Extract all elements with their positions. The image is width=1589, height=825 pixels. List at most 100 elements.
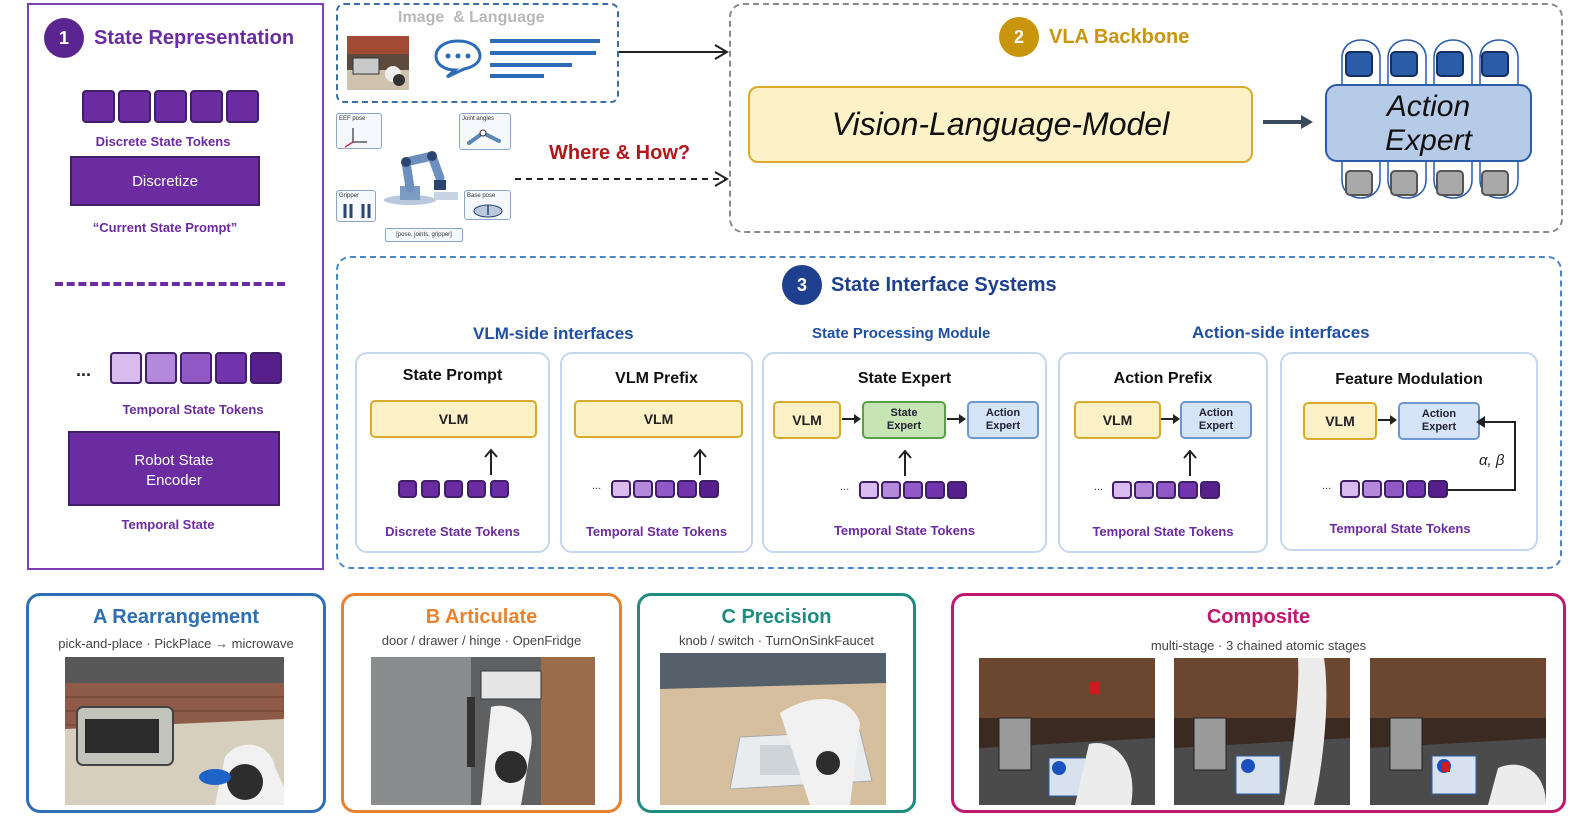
noise-token xyxy=(1390,170,1418,196)
noise-token xyxy=(1481,170,1509,196)
vlm-box: VLM xyxy=(574,400,743,438)
arrow-right xyxy=(1161,414,1180,424)
temporal-token xyxy=(215,352,247,384)
action-expert-line-1: Action xyxy=(1386,90,1471,123)
temporal-token xyxy=(925,481,945,499)
temporal-token xyxy=(1362,480,1382,498)
action-expert-line-1: Action xyxy=(985,407,1021,419)
temporal-state-tokens-caption: Temporal State Tokens xyxy=(1092,524,1234,539)
image-language-label: Image & Language xyxy=(398,9,545,26)
temporal-state-tokens-caption: Temporal State Tokens xyxy=(1329,521,1471,536)
up-arrow xyxy=(693,448,707,475)
state-expert-line-1: State xyxy=(890,407,918,419)
temporal-state-tokens-caption: Temporal State Tokens xyxy=(833,523,976,538)
vlm-prefix-title: VLM Prefix xyxy=(615,370,698,387)
temporal-token xyxy=(699,480,719,498)
temporal-state-tokens-caption: Temporal State Tokens xyxy=(585,524,728,539)
vla-backbone-panel xyxy=(729,3,1563,233)
task-title: B Articulate xyxy=(425,606,538,628)
discrete-token xyxy=(421,480,440,498)
discretize-box: Discretize xyxy=(70,156,260,206)
temporal-token xyxy=(1156,481,1176,499)
state-vector-label: [pose, joints, gripper] xyxy=(396,232,452,238)
eef-pose-card: EEF pose xyxy=(336,113,382,149)
kitchen-thumbnail xyxy=(347,36,409,90)
task-subtitle: multi-stage · 3 chained atomic stages xyxy=(1150,638,1367,653)
joint-angles-label: Joint angles xyxy=(462,116,495,122)
vlm-box: VLM xyxy=(1303,402,1377,440)
task-card-articulate: B Articulate door / drawer / hinge · Ope… xyxy=(341,593,622,813)
vla-backbone-title: VLA Backbone xyxy=(1049,26,1190,48)
output-token xyxy=(1436,51,1464,77)
encoder-line-2: Encoder xyxy=(146,472,202,489)
token-ellipsis: ... xyxy=(1094,481,1104,493)
section-number-1: 1 xyxy=(44,18,84,58)
temporal-token xyxy=(1406,480,1426,498)
base-icon xyxy=(473,204,503,218)
task-card-rearrangement: A Rearrangement pick-and-place · PickPla… xyxy=(26,593,326,813)
discrete-token xyxy=(118,90,151,123)
temporal-token xyxy=(611,480,631,498)
temporal-token xyxy=(947,481,967,499)
processing-module-label: State Processing Module xyxy=(812,325,991,342)
temporal-token xyxy=(859,481,879,499)
where-how-label: Where & How? xyxy=(549,142,691,164)
arrow-right xyxy=(947,414,966,424)
section-number-3: 3 xyxy=(782,265,822,305)
token-ellipsis: ... xyxy=(840,481,850,493)
discrete-token xyxy=(82,90,115,123)
output-token xyxy=(1390,51,1418,77)
temporal-ellipsis: ... xyxy=(76,360,92,380)
gripper-card: Gripper xyxy=(336,190,376,222)
task-subtitle: door / drawer / hinge · OpenFridge xyxy=(381,633,582,648)
temporal-token xyxy=(1340,480,1360,498)
task-subtitle: pick-and-place · PickPlace → microwave xyxy=(58,636,294,651)
gripper-label: Gripper xyxy=(339,193,360,199)
joint-icon xyxy=(467,129,501,145)
image-language-box xyxy=(336,3,619,103)
temporal-token xyxy=(110,352,142,384)
dashed-arrow-state-to-backbone xyxy=(515,171,729,187)
speech-bubble-icon xyxy=(434,39,482,78)
rearrangement-scene-image xyxy=(65,657,284,805)
eef-pose-label: EEF pose xyxy=(339,116,366,122)
discrete-token xyxy=(490,480,509,498)
alpha-beta-label: α, β xyxy=(1479,452,1505,469)
discrete-token xyxy=(444,480,463,498)
composite-stage-2-image xyxy=(1174,658,1350,805)
state-expert-title: State Expert xyxy=(857,370,952,387)
current-state-prompt-label: “Current State Prompt” xyxy=(92,220,238,235)
precision-scene-image xyxy=(660,653,886,805)
arrow-vlm-to-action-expert xyxy=(1263,115,1313,129)
axes-icon xyxy=(344,128,367,148)
discrete-token xyxy=(226,90,259,123)
discrete-state-tokens-caption: Discrete State Tokens xyxy=(385,524,520,539)
temporal-token xyxy=(1134,481,1154,499)
up-arrow xyxy=(1183,449,1197,476)
state-representation-title: State Representation xyxy=(94,27,295,49)
state-expert-line-2: Expert xyxy=(886,420,922,432)
arrow-right xyxy=(1378,415,1397,425)
state-interface-title: State Interface Systems xyxy=(831,274,1057,296)
action-expert-line-2: Expert xyxy=(985,420,1021,432)
state-prompt-panel: State Prompt VLM Discrete State Tokens xyxy=(355,352,550,553)
discrete-token xyxy=(398,480,417,498)
discrete-token xyxy=(467,480,486,498)
up-arrow xyxy=(484,448,498,475)
temporal-state-tokens-label: Temporal State Tokens xyxy=(122,402,264,417)
task-title: Composite xyxy=(1206,606,1311,628)
feature-modulation-title: Feature Modulation xyxy=(1335,371,1483,388)
token-ellipsis: ... xyxy=(592,480,602,492)
articulate-scene-image xyxy=(371,657,595,805)
modulation-feedback-arrow xyxy=(1447,416,1516,491)
task-subtitle: knob / switch · TurnOnSinkFaucet xyxy=(678,633,875,648)
vlm-side-label: VLM-side interfaces xyxy=(473,324,634,343)
temporal-token xyxy=(881,481,901,499)
action-expert-line-1: Action xyxy=(1198,407,1234,419)
state-interface-panel xyxy=(336,256,1562,569)
